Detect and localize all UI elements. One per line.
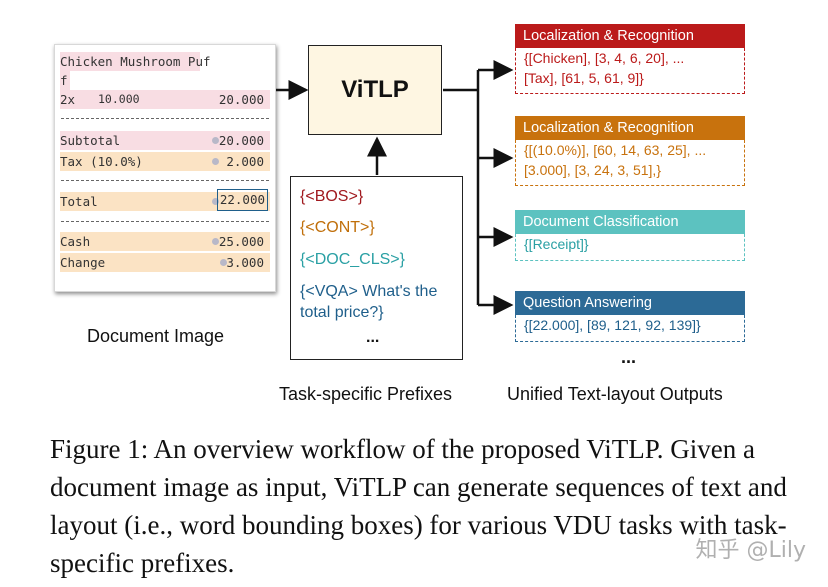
receipt-divider — [61, 118, 269, 119]
receipt-divider — [61, 180, 269, 181]
output-qa-body: {[22.000], [89, 121, 92, 139]} — [515, 315, 745, 342]
receipt-change-value: 3.000 — [226, 255, 264, 270]
smudge-mark — [212, 158, 219, 165]
output-classification-line1: {[Receipt]} — [524, 236, 589, 252]
receipt-total-row: Total 22.000 — [60, 189, 270, 211]
receipt-title-line1: Chicken Mushroom Puf — [60, 52, 211, 71]
prefix-doc-cls: {<DOC_CLS>} — [300, 251, 405, 268]
output-localization-line1-2: {[(10.0%)], [60, 14, 63, 25], ... — [524, 142, 707, 158]
receipt-total-label: Total — [60, 194, 98, 209]
receipt-qty: 2x — [60, 92, 76, 107]
receipt-tax-row: Tax (10.0%) 2.000 — [60, 152, 270, 171]
receipt-tax-value: 2.000 — [226, 154, 264, 169]
output-localization-title: Localization & Recognition — [515, 24, 745, 48]
smudge-mark — [220, 259, 227, 266]
receipt-subtotal-row: Subtotal 20.000 — [60, 131, 270, 150]
watermark: 知乎 @Lily — [695, 538, 807, 563]
prefix-vqa: {<VQA> What's the total price?} — [300, 283, 438, 321]
task-prefix-box: {<BOS>} {<CONT>} {<DOC_CLS>} {<VQA> What… — [290, 176, 463, 360]
output-localization-body: {[Chicken], [3, 4, 6, 20], ... [Tax], [6… — [515, 48, 745, 94]
figure-caption: Figure 1: An overview workflow of the pr… — [50, 434, 787, 578]
receipt-subtotal-value: 20.000 — [218, 133, 264, 148]
prefix-cont: {<CONT>} — [300, 219, 375, 236]
output-localization-line2-2: [3.000], [3, 24, 3, 51],} — [524, 162, 661, 178]
output-classification-body: {[Receipt]} — [515, 234, 745, 261]
output-localization-line1: {[Chicken], [3, 4, 6, 20], ... — [524, 50, 685, 66]
receipt-divider — [61, 221, 269, 222]
smudge-mark — [212, 238, 219, 245]
receipt-change-row: Change 3.000 — [60, 253, 270, 272]
document-image-label: Document Image — [87, 326, 225, 346]
receipt-title-line2: f — [60, 71, 70, 90]
output-localization-title-2: Localization & Recognition — [515, 116, 745, 140]
prefix-bos: {<BOS>} — [300, 188, 364, 205]
receipt-line-total: 20.000 — [218, 92, 264, 107]
output-localization-line2: [Tax], [61, 5, 61, 9]} — [524, 70, 644, 86]
document-image: Chicken Mushroom Puf f 2x 10.000 20.000 … — [54, 44, 276, 292]
receipt-unit-price: 10.000 — [98, 92, 140, 106]
receipt-subtotal-label: Subtotal — [60, 133, 121, 148]
receipt-cash-value: 25.000 — [218, 234, 264, 249]
task-prefixes-label: Task-specific Prefixes — [279, 384, 453, 404]
output-localization-body-2: {[(10.0%)], [60, 14, 63, 25], ... [3.000… — [515, 140, 745, 186]
receipt-item-row: 2x 10.000 20.000 — [60, 90, 270, 109]
receipt-cash-row: Cash 25.000 — [60, 232, 270, 251]
output-classification-title: Document Classification — [515, 210, 745, 234]
receipt-total-value: 22.000 — [216, 189, 268, 211]
outputs-ellipsis: ... — [621, 347, 637, 367]
prefix-ellipsis: ... — [366, 329, 380, 346]
receipt-cash-label: Cash — [60, 234, 91, 249]
output-qa-title: Question Answering — [515, 291, 745, 315]
vitlp-model-box: ViTLP — [308, 45, 442, 135]
smudge-mark — [212, 137, 219, 144]
smudge-mark — [212, 198, 219, 205]
receipt-change-label: Change — [60, 255, 106, 270]
unified-outputs-label: Unified Text-layout Outputs — [507, 384, 723, 404]
output-qa-line1: {[22.000], [89, 121, 92, 139]} — [524, 317, 701, 333]
receipt-tax-label: Tax (10.0%) — [60, 154, 143, 169]
